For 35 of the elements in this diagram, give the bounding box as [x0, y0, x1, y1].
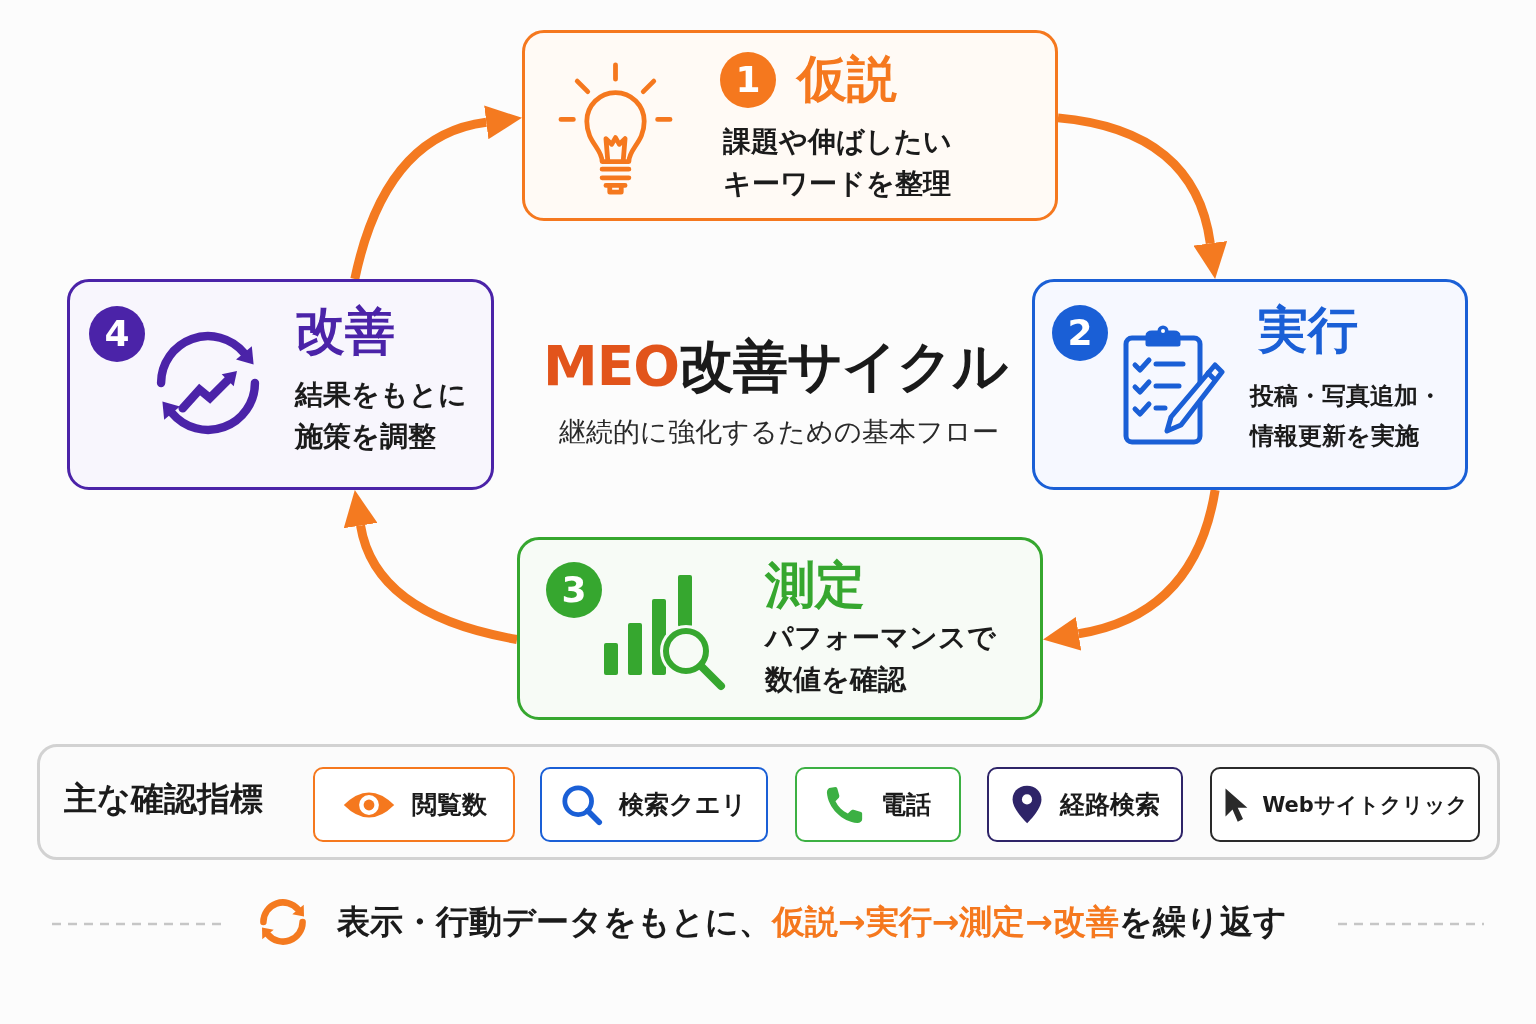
metric-tag: [795, 767, 961, 842]
step-description: 投稿・写真追加・情報更新を実施: [1250, 381, 1443, 452]
step-card: [522, 30, 1058, 221]
step-number: 2: [1052, 305, 1108, 361]
step-description: 課題や伸ばしたいキーワードを整理: [723, 124, 953, 202]
metric-tag: [1210, 767, 1480, 842]
metric-label: 経路検索: [1060, 788, 1160, 821]
diagram-title: MEO改善サイクル: [543, 333, 1008, 400]
curved-arrow: [1057, 113, 1227, 279]
curved-arrow: [1043, 489, 1220, 651]
step-card: [1032, 279, 1468, 490]
step-card: [517, 537, 1043, 720]
footer-note: 表示・行動データをもとに、仮説→実行→測定→改善を繰り返す: [337, 901, 1287, 943]
panel-heading: 主な確認指標: [64, 778, 263, 820]
metric-label: 閲覧数: [411, 788, 487, 821]
step-number: 4: [89, 306, 145, 362]
step-title: 仮説: [797, 49, 897, 109]
subtitle: 継続的に強化するための基本フロー: [559, 415, 999, 449]
curved-arrow: [350, 105, 522, 281]
step-number: 1: [720, 52, 776, 108]
step-title: 実行: [1258, 300, 1358, 360]
step-number: 3: [546, 562, 602, 618]
metric-tag: [987, 767, 1183, 842]
step-description: 結果をもとに施策を調整: [295, 377, 468, 455]
step-title: 改善: [295, 301, 395, 361]
metric-label: 電話: [881, 788, 931, 821]
metric-label: Webサイトクリック: [1262, 791, 1468, 819]
step-card: [67, 279, 494, 490]
metrics-panel: [37, 744, 1500, 860]
metric-label: 検索クエリ: [619, 788, 747, 821]
metric-tag: [313, 767, 515, 842]
step-description: パフォーマンスで数値を確認: [765, 620, 997, 698]
curved-arrow: [343, 490, 518, 644]
step-title: 測定: [765, 555, 865, 615]
metric-tag: [540, 767, 768, 842]
